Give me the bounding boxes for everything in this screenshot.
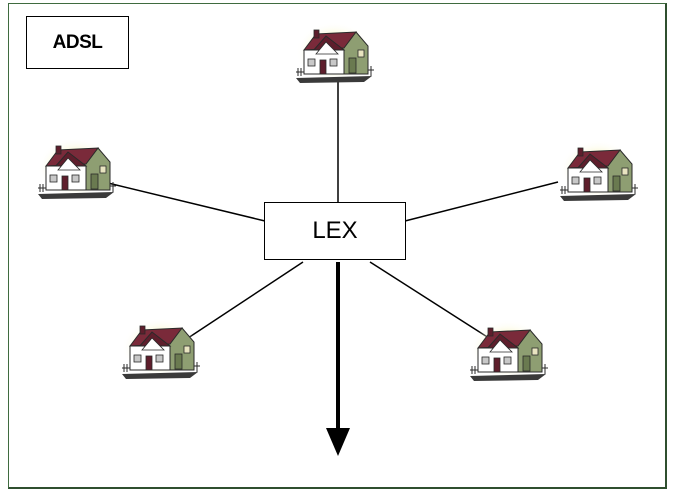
- house-icon-upper-left: [37, 137, 117, 200]
- house-icon-upper-right: [559, 139, 639, 202]
- diagram-title: ADSL: [26, 16, 129, 69]
- downstream-arrow-head: [326, 428, 350, 456]
- hub-label: LEX: [312, 217, 358, 244]
- link-upper-left: [107, 182, 266, 222]
- house-icon-lower-left: [121, 317, 201, 380]
- link-lower-right: [369, 261, 493, 341]
- hub-node: LEX: [264, 202, 406, 260]
- house-icon-top: [295, 21, 375, 84]
- link-lower-left: [184, 261, 304, 341]
- house-icon-lower-right: [469, 319, 549, 382]
- link-upper-right: [404, 181, 559, 222]
